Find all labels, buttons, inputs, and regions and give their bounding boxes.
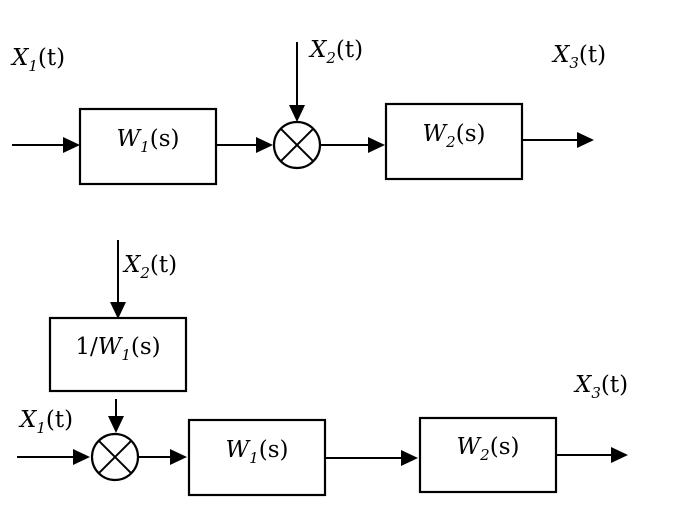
top-input-label: X1(t) [10,45,65,75]
top-block-w1: W1(s) [78,107,218,186]
top-input-arrow [12,137,80,153]
bottom-output-label: X3(t) [573,372,628,402]
top-sum-to-w2-arrow [320,137,385,153]
bottom-summing-junction [90,432,140,482]
top-block-w2: W2(s) [384,102,524,181]
svg-text:W2(s): W2(s) [423,121,486,151]
bottom-sum-to-w1-arrow [138,449,187,465]
top-disturbance-label: X2(t) [308,37,363,67]
svg-text:W1(s): W1(s) [226,437,289,467]
top-output-arrow [522,132,594,148]
bottom-inverse-block: 1/W1(s) [48,316,188,393]
bottom-block-w2: W2(s) [418,416,558,494]
top-summing-junction [272,120,322,170]
svg-text:W2(s): W2(s) [457,434,520,464]
bottom-output-arrow [556,447,628,463]
bottom-w1-to-w2-arrow [325,450,418,466]
bottom-input-label: X1(t) [18,407,73,437]
bottom-diagram: 1/W1(s) W1(s) [17,240,628,497]
bottom-inverse-to-sum-arrow [108,399,124,433]
bottom-input-arrow [17,449,90,465]
bottom-block-w1: W1(s) [187,418,327,497]
bottom-disturbance-label: X2(t) [122,252,177,282]
svg-text:W1(s): W1(s) [117,126,180,156]
top-output-label: X3(t) [551,42,606,72]
bottom-disturbance-arrow [110,240,126,319]
top-disturbance-arrow [289,42,305,122]
svg-text:1/W1(s): 1/W1(s) [75,334,160,364]
top-w1-to-sum-arrow [216,137,273,153]
top-diagram: W1(s) W2(s) [10,37,606,186]
